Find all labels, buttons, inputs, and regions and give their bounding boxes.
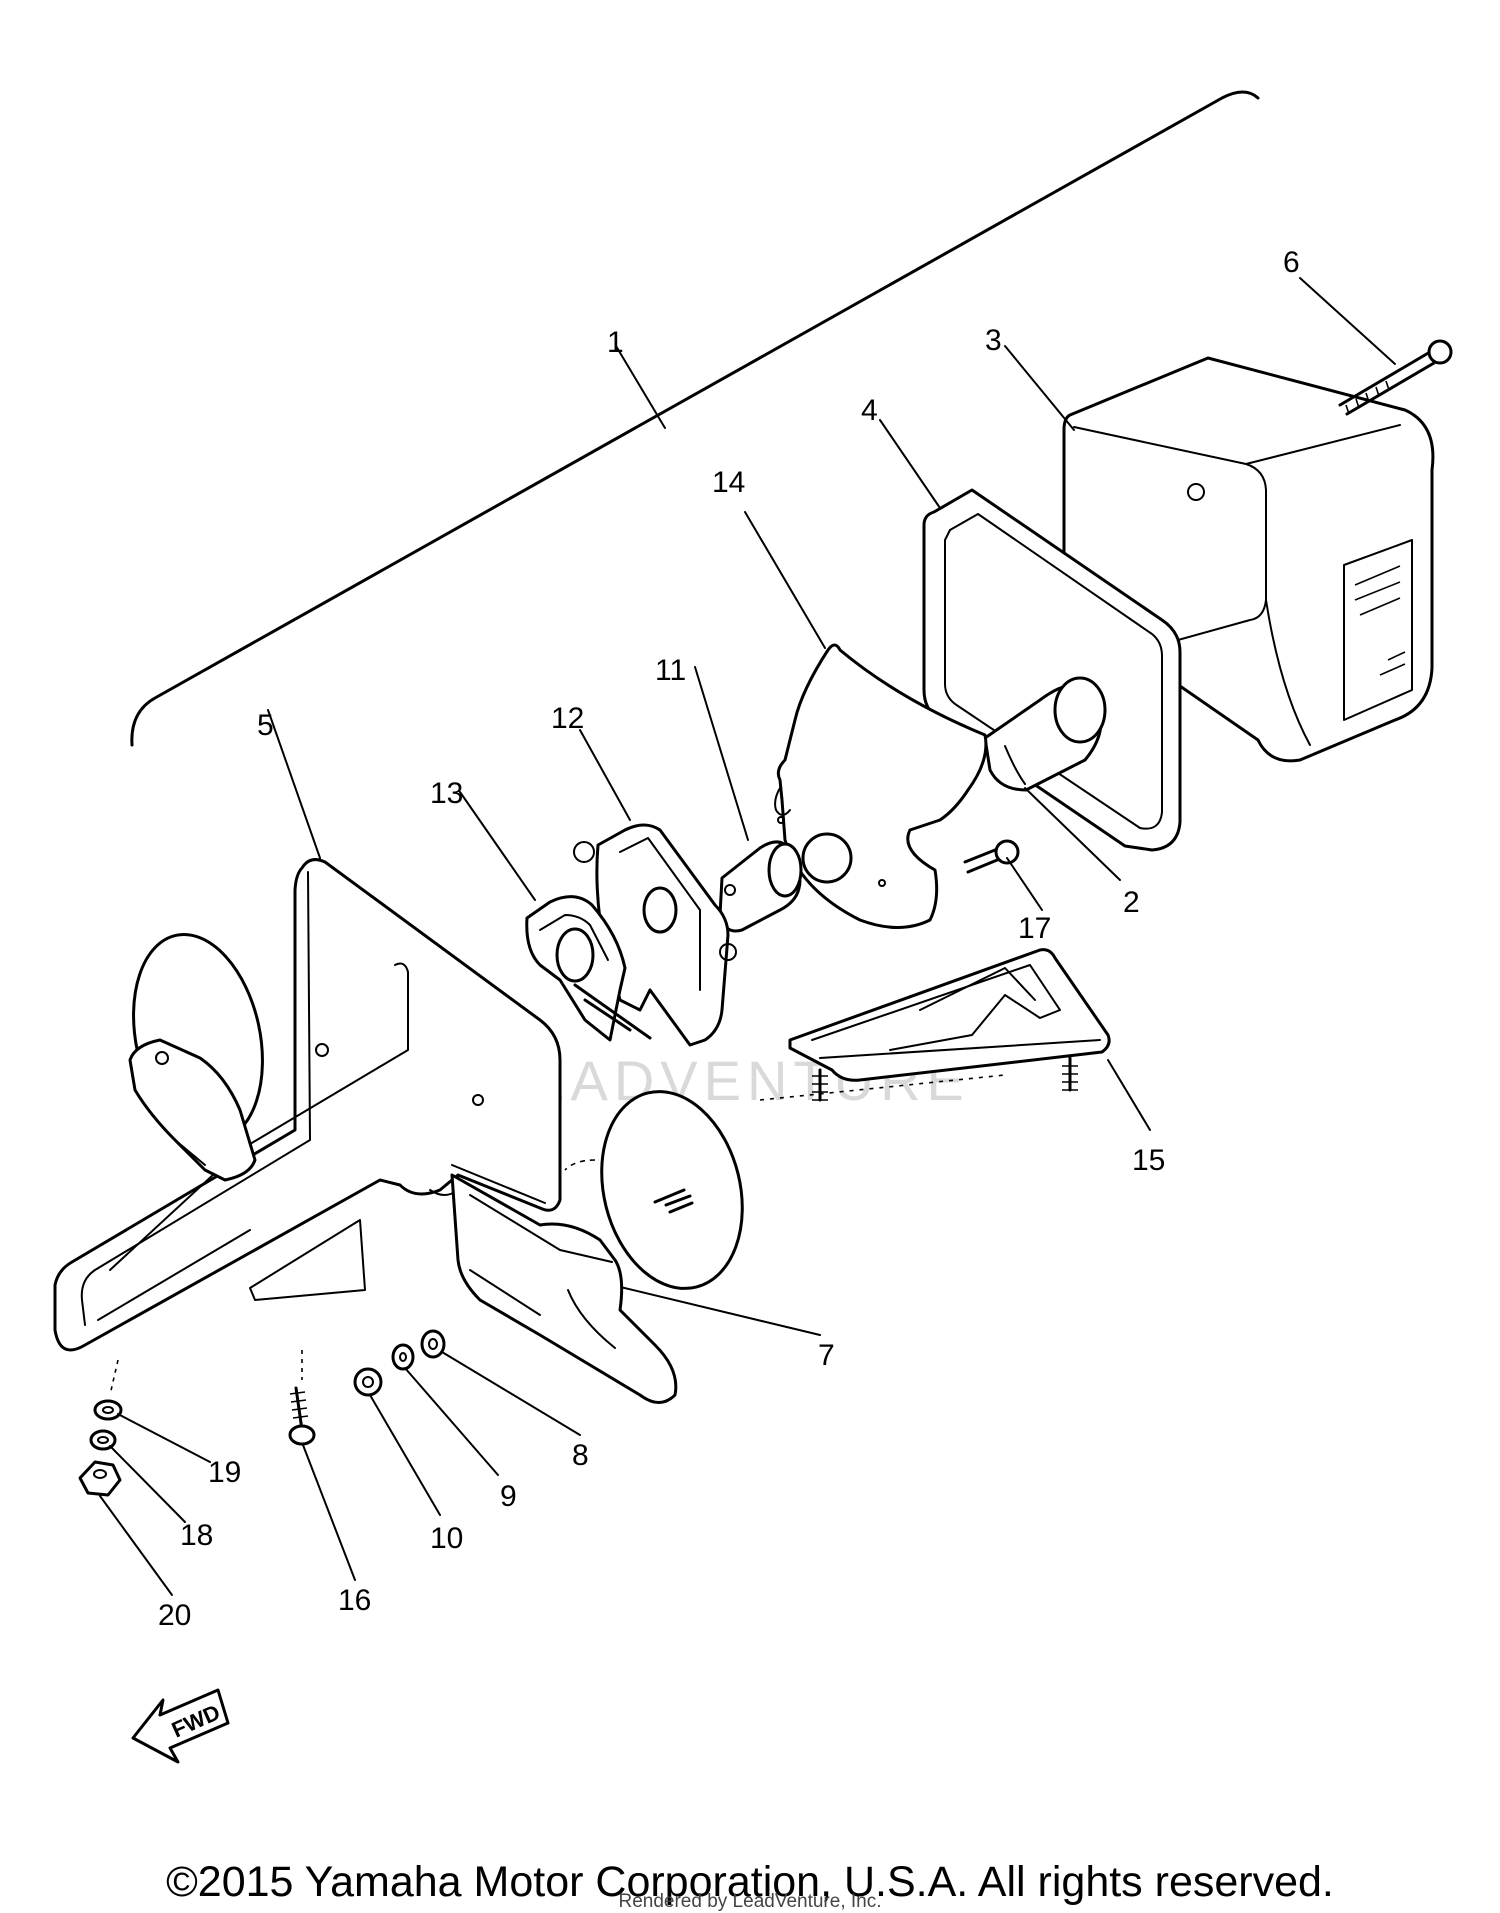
callout-17: 17	[1018, 912, 1051, 945]
leader-line-14	[744, 511, 826, 649]
callout-7: 7	[818, 1339, 835, 1372]
leader-line-9	[404, 1367, 499, 1476]
screw-part-17	[963, 839, 1020, 874]
gasket-part-4	[922, 488, 1182, 852]
guide-line-19	[109, 1359, 119, 1396]
washer-part-19	[93, 1399, 123, 1421]
socket-bracket-part-12	[573, 823, 737, 1047]
nut-part-20	[78, 1460, 122, 1497]
reflector-plate-part-14	[774, 643, 988, 929]
callout-20: 20	[158, 1599, 191, 1632]
bolt-part-16	[288, 1386, 316, 1446]
callout-16: 16	[338, 1584, 371, 1617]
leader-line-3	[1004, 345, 1075, 431]
leader-line-6	[1299, 277, 1396, 365]
lock-washer-part-9	[391, 1343, 415, 1371]
callout-2: 2	[1123, 886, 1140, 919]
callout-18: 18	[180, 1519, 213, 1552]
cover-part-13	[525, 895, 652, 1042]
leader-line-10	[369, 1394, 441, 1516]
nut-part-10	[353, 1367, 383, 1397]
washer-part-8	[420, 1329, 446, 1359]
socket-part-11	[718, 840, 803, 933]
rear-reflector-assembly	[128, 932, 264, 1182]
guide-line-7	[564, 1159, 596, 1171]
leader-line-12	[579, 729, 631, 821]
reflector-mount-bracket	[450, 1173, 678, 1404]
lock-washer-part-18	[89, 1429, 117, 1451]
leader-line-13	[459, 791, 536, 901]
leader-line-5	[267, 709, 321, 859]
callout-6: 6	[1283, 246, 1300, 279]
leader-line-4	[879, 419, 941, 509]
callout-13: 13	[430, 777, 463, 810]
callout-10: 10	[430, 1522, 463, 1555]
leader-line-16	[302, 1444, 356, 1581]
callout-19: 19	[208, 1456, 241, 1489]
license-bracket-part-15	[788, 948, 1111, 1102]
callout-12: 12	[551, 702, 584, 735]
leader-line-20	[99, 1495, 173, 1596]
assembly-bracket	[130, 90, 1260, 747]
leader-line-7	[611, 1284, 821, 1336]
callout-3: 3	[985, 324, 1002, 357]
leader-line-8	[441, 1351, 581, 1436]
callout-14: 14	[712, 466, 745, 499]
reflector-disc-part-7	[600, 1090, 744, 1290]
leader-line-1	[615, 345, 666, 429]
callout-9: 9	[500, 1480, 517, 1513]
fwd-arrow-icon: FWD	[131, 1688, 230, 1764]
leader-line-11	[694, 666, 749, 841]
callout-5: 5	[257, 709, 274, 742]
callout-4: 4	[861, 394, 878, 427]
leader-line-2	[1024, 787, 1121, 881]
callout-15: 15	[1132, 1144, 1165, 1177]
leader-line-18	[109, 1445, 186, 1523]
screw-part-6	[1338, 339, 1453, 416]
copyright-notice: ©2015 Yamaha Motor Corporation, U.S.A. A…	[166, 1858, 1334, 1906]
bulb-part-2	[983, 676, 1107, 792]
guide-line-15	[759, 1074, 1006, 1101]
leader-line-15	[1107, 1059, 1151, 1131]
leader-line-19	[117, 1413, 211, 1463]
callout-11: 11	[655, 654, 686, 687]
callout-1: 1	[607, 326, 624, 359]
leader-line-17	[1006, 857, 1043, 911]
bracket-plate-part-5	[53, 858, 562, 1352]
rendered-by-credit: Rendered by LeadVenture, Inc.	[618, 1891, 882, 1912]
callout-8: 8	[572, 1439, 589, 1472]
